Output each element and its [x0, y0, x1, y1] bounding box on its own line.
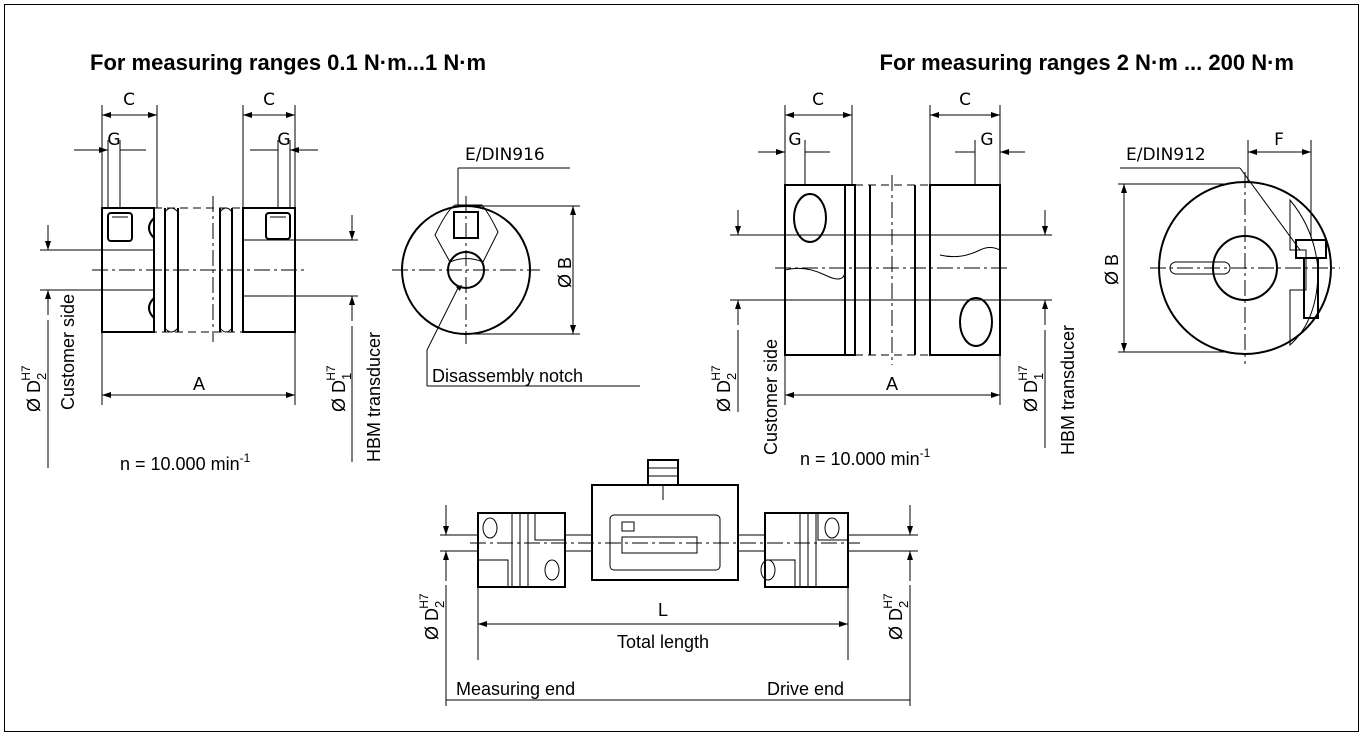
svg-text:Ø B: Ø B	[1102, 254, 1122, 285]
large-coupling-end-view	[1118, 140, 1340, 364]
screw-label-din916: E/DIN916	[465, 145, 545, 165]
label-total-length: Total length	[617, 632, 709, 652]
label-customer-side-left: Customer side	[58, 294, 78, 410]
dim-g-left-2: G	[277, 130, 290, 150]
dim-l: L	[658, 600, 668, 620]
dim-a-left: A	[193, 374, 205, 394]
screw-label-din912: E/DIN912	[1126, 145, 1206, 165]
svg-text:Customer side: Customer side	[58, 294, 78, 410]
dim-c-left-2: C	[263, 90, 275, 110]
label-customer-side-right: Customer side	[761, 339, 781, 455]
label-hbm-transducer-left: HBM transducer	[364, 332, 384, 462]
dim-a-right: A	[886, 374, 898, 394]
speed-right: n = 10.000 min-1	[800, 446, 931, 469]
svg-text:HBM transducer: HBM transducer	[1058, 325, 1078, 455]
svg-text:Ø D2H7: Ø D2H7	[709, 365, 739, 412]
dim-b-left: Ø B	[555, 257, 575, 288]
dim-g-right-2: G	[980, 130, 993, 150]
dim-c-left-1: C	[123, 90, 135, 110]
dim-c-right-1: C	[812, 90, 824, 110]
svg-text:Ø D2H7: Ø D2H7	[19, 365, 49, 412]
svg-text:Ø D1H7: Ø D1H7	[1016, 365, 1046, 412]
label-d2-right: Ø D2H7	[709, 365, 739, 412]
label-d2-assembly-left: Ø D2H7	[417, 593, 447, 640]
dim-g-right-1: G	[788, 130, 801, 150]
label-d2-assembly-right: Ø D2H7	[881, 593, 911, 640]
dim-g-left-1: G	[107, 130, 120, 150]
svg-text:HBM transducer: HBM transducer	[364, 332, 384, 462]
speed-left: n = 10.000 min-1	[120, 451, 251, 474]
large-coupling-dimensions	[730, 105, 1052, 448]
heading-left: For measuring ranges 0.1 N·m...1 N·m	[90, 50, 486, 75]
dim-f: F	[1274, 130, 1284, 150]
label-disassembly-notch: Disassembly notch	[432, 366, 583, 386]
drawing-frame	[4, 4, 1359, 732]
dim-c-right-2: C	[959, 90, 971, 110]
label-hbm-transducer-right: HBM transducer	[1058, 325, 1078, 455]
svg-text:Ø D1H7: Ø D1H7	[324, 365, 354, 412]
dim-b-right: Ø B	[1102, 254, 1122, 285]
svg-text:Customer side: Customer side	[761, 339, 781, 455]
svg-text:Ø B: Ø B	[555, 257, 575, 288]
label-d1-right: Ø D1H7	[1016, 365, 1046, 412]
small-coupling-end-view	[392, 167, 640, 387]
assembly-view	[440, 459, 918, 706]
label-d1-left: Ø D1H7	[324, 365, 354, 412]
label-drive-end: Drive end	[767, 679, 844, 699]
svg-text:Ø D2H7: Ø D2H7	[881, 593, 911, 640]
label-d2-left: Ø D2H7	[19, 365, 49, 412]
small-coupling-side-view	[92, 196, 305, 342]
small-coupling-dimensions	[40, 105, 358, 468]
label-measuring-end: Measuring end	[456, 679, 575, 699]
heading-right: For measuring ranges 2 N·m ... 200 N·m	[880, 50, 1294, 75]
large-coupling-side-view	[775, 175, 1010, 365]
svg-text:Ø D2H7: Ø D2H7	[417, 593, 447, 640]
